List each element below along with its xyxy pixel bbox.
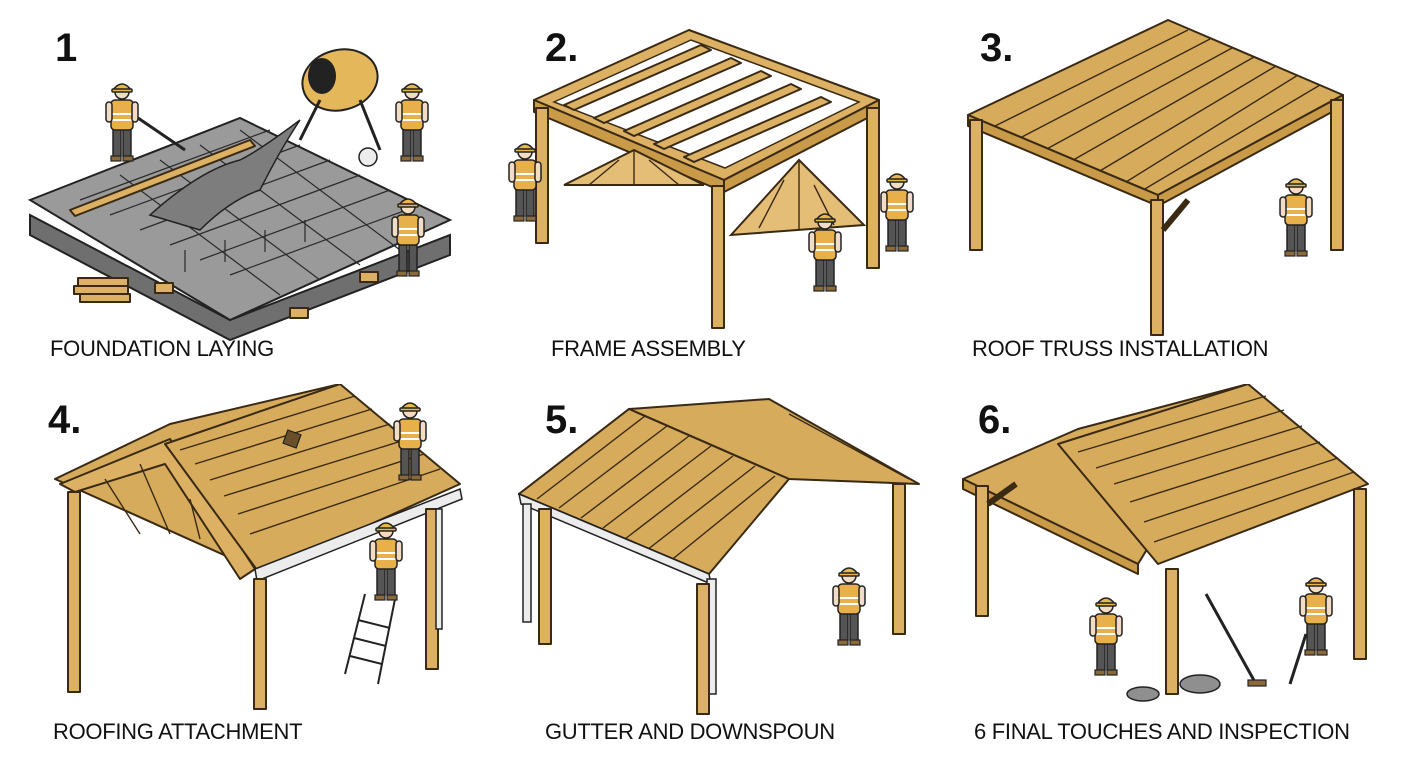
step-caption: FOUNDATION LAYING [50,336,274,361]
step-number: 3. [980,26,1014,70]
step-5-panel: 5. GUTTER AND DOWNSPOUN [469,384,938,768]
roofing-attachment-illustration [54,384,463,710]
foundation-illustration [27,48,453,342]
step-caption: FRAME ASSEMBLY [551,336,746,361]
step-caption: 6 FINAL TOUCHES AND INSPECTION [974,719,1350,744]
step-caption: ROOFING ATTACHMENT [53,719,303,744]
frame-assembly-illustration [508,29,914,329]
step-3-panel: 3. ROOF TRUSS INSTALLATION [938,0,1407,384]
roof-truss-illustration [967,19,1344,336]
step-number: 1 [55,26,78,70]
step-caption: ROOF TRUSS INSTALLATION [972,336,1269,361]
step-2-panel: 2. FRAME ASSEMBLY [469,0,938,384]
step-6-panel: 6. 6 FINAL TOUCHES AND INSPECTION [938,384,1407,768]
step-1-panel: 1 FOUNDATION LAYING [0,0,469,384]
step-caption: GUTTER AND DOWNSPOUN [545,719,835,744]
final-inspection-illustration [962,384,1369,702]
step-number: 6. [978,398,1012,442]
step-number: 4. [48,398,82,442]
step-number: 2. [545,26,579,70]
step-4-panel: 4. ROOFING ATTACHMENT [0,384,469,768]
step-number: 5. [545,398,579,442]
gutter-illustration [517,398,920,715]
